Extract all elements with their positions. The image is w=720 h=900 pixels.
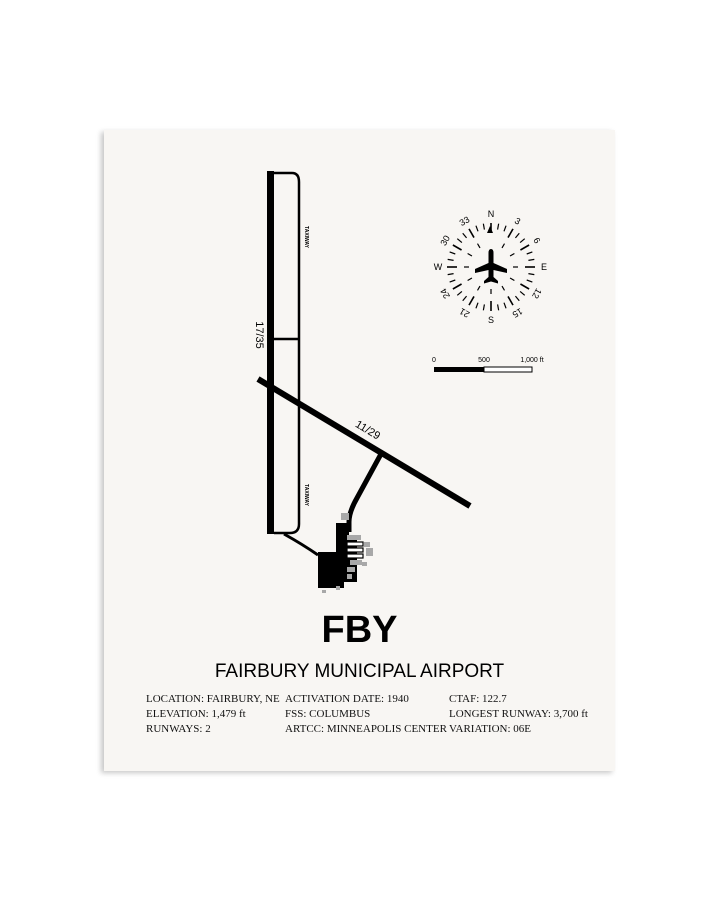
compass-label: 6 (531, 236, 542, 245)
compass-inner-tick (476, 285, 481, 291)
compass-tick (475, 302, 479, 309)
compass-tick (462, 295, 468, 302)
compass-tick (482, 304, 485, 311)
apron-taxiway (283, 532, 319, 557)
compass-tick (503, 302, 507, 309)
compass-tick (514, 295, 520, 302)
compass-tick (449, 251, 456, 255)
airport-code: FBY (321, 609, 398, 651)
compass-tick (519, 238, 526, 244)
building (362, 562, 367, 566)
longest-runway-line: LONGEST RUNWAY: 3,700 ft (449, 708, 588, 720)
compass-inner-tick (501, 285, 506, 291)
compass-label: W (434, 262, 443, 272)
compass-label: 12 (530, 287, 544, 301)
compass-tick (456, 238, 463, 244)
compass-tick (468, 296, 475, 306)
variation-line: VARIATION: 06E (449, 723, 531, 735)
compass-tick (497, 304, 500, 311)
compass-tick (519, 290, 526, 296)
building (350, 560, 362, 565)
compass-inner-tick (509, 277, 515, 282)
runway-label-17-35: 17/35 (253, 321, 265, 349)
compass-tick (528, 258, 535, 261)
scale-label-0: 0 (432, 357, 436, 364)
compass-tick (449, 279, 456, 283)
compass-inner-tick (509, 252, 515, 257)
compass-tick (503, 225, 507, 232)
parallel-taxiway (274, 171, 301, 535)
compass-tick (526, 279, 533, 283)
building (336, 586, 340, 590)
runway-17-35 (267, 171, 274, 534)
airport-diagram: 17/35 11/29 TAXIWAY TAXIWAY N36E1215S212… (253, 171, 547, 593)
info-column-3: CTAF: 122.7 LONGEST RUNWAY: 3,700 ft VAR… (449, 692, 588, 737)
north-arrow-icon (487, 226, 493, 233)
compass-tick (452, 283, 462, 290)
airport-name: FAIRBURY MUNICIPAL AIRPORT (214, 661, 505, 682)
compass-tick (468, 228, 475, 238)
compass-labels: N 36E 12 15S 21 24 W 30 33 (434, 209, 547, 325)
building (347, 574, 352, 579)
compass-tick (497, 223, 500, 230)
building (364, 542, 370, 547)
compass-label: 21 (458, 306, 472, 320)
building (346, 547, 364, 553)
scale-label-500: 500 (478, 357, 490, 364)
info-column-1: LOCATION: FAIRBURY, NE ELEVATION: 1,479 … (146, 692, 280, 737)
compass-tick (482, 223, 485, 230)
scale-bar: 0 500 1,000 ft (432, 357, 544, 373)
compass-tick (526, 251, 533, 255)
compass-tick (507, 296, 514, 306)
compass-label: E (541, 262, 547, 272)
taxiway-label: TAXIWAY (303, 226, 309, 249)
info-column-2: ACTIVATION DATE: 1940 FSS: COLUMBUS ARTC… (285, 692, 447, 737)
compass-label: N (488, 209, 495, 219)
building (347, 567, 355, 572)
compass-tick (520, 283, 530, 290)
compass-tick (528, 273, 535, 276)
airplane-icon (475, 249, 507, 284)
runway-11-29 (256, 376, 472, 509)
scale-label-1000: 1,000 ft (520, 357, 543, 364)
compass-tick (475, 225, 479, 232)
compass-inner-tick (501, 243, 506, 249)
building (347, 535, 361, 540)
compass-tick (456, 290, 463, 296)
compass-label: 33 (458, 214, 472, 228)
building (341, 513, 349, 520)
compass-tick (507, 228, 514, 238)
compass-label: 24 (438, 287, 452, 301)
building (346, 541, 364, 547)
compass-tick (447, 273, 454, 276)
compass-tick (452, 244, 462, 251)
compass-rose (447, 223, 535, 311)
artcc-line: ARTCC: MINNEAPOLIS CENTER (285, 723, 447, 735)
compass-label: 30 (438, 234, 452, 248)
building (322, 590, 326, 593)
compass-tick (447, 258, 454, 261)
elevation-line: ELEVATION: 1,479 ft (146, 708, 246, 720)
compass-label: S (488, 315, 494, 325)
compass-tick (514, 232, 520, 239)
compass-inner-tick (467, 277, 473, 282)
runways-line: RUNWAYS: 2 (146, 723, 211, 735)
building (346, 553, 364, 559)
ctaf-line: CTAF: 122.7 (449, 693, 507, 705)
compass-tick (462, 232, 468, 239)
compass-inner-tick (476, 243, 481, 249)
stub-taxiway (346, 452, 384, 532)
activation-date-line: ACTIVATION DATE: 1940 (285, 693, 409, 705)
building (366, 548, 373, 556)
location-line: LOCATION: FAIRBURY, NE (146, 693, 280, 705)
compass-label: 15 (511, 306, 525, 320)
compass-inner-tick (467, 252, 473, 257)
taxiway-label: TAXIWAY (303, 484, 309, 507)
fss-line: FSS: COLUMBUS (285, 708, 371, 720)
compass-label: 3 (513, 216, 522, 227)
compass-tick (520, 244, 530, 251)
